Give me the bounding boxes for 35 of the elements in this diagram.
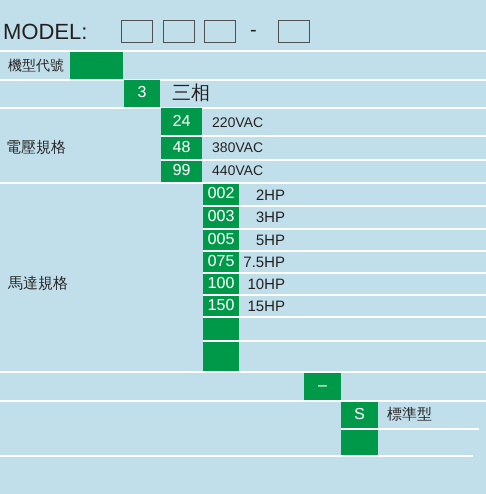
dash-separator: - <box>250 20 257 40</box>
code-box: 99 <box>161 160 202 182</box>
code-box <box>203 342 239 370</box>
row-heading: 電壓規格 <box>6 140 66 154</box>
code-box: 3 <box>124 80 160 106</box>
code-box <box>203 318 239 340</box>
code-box: 005 <box>203 230 239 250</box>
code-box: 100 <box>203 274 239 294</box>
code-box: 075 <box>203 252 239 272</box>
blank-code-slot <box>204 20 236 43</box>
blank-code-slot <box>163 20 195 43</box>
option-description: 標準型 <box>387 406 432 422</box>
code-box: 002 <box>203 184 239 204</box>
code-box <box>341 430 378 455</box>
blank-code-slot <box>278 20 310 43</box>
code-box: 150 <box>203 296 239 316</box>
option-description: 2HP <box>256 188 285 202</box>
option-description: 5HP <box>256 232 285 248</box>
code-box <box>70 52 123 78</box>
option-description: 10HP <box>247 276 285 292</box>
row-heading: 馬達規格 <box>8 276 68 290</box>
option-description: 3HP <box>256 210 285 224</box>
option-description: 三相 <box>172 84 210 102</box>
code-box: – <box>304 372 341 400</box>
option-description: 7.5HP <box>243 254 285 270</box>
code-box: 003 <box>203 206 239 228</box>
option-description: 440VAC <box>212 163 264 177</box>
option-description: 15HP <box>247 298 285 314</box>
code-box: 24 <box>161 108 202 135</box>
code-box: 48 <box>161 137 202 158</box>
option-description: 380VAC <box>212 140 264 154</box>
blank-code-slot <box>121 20 153 43</box>
model-title: MODEL: <box>3 21 88 43</box>
code-box: S <box>341 402 378 428</box>
option-description: 220VAC <box>212 115 264 129</box>
